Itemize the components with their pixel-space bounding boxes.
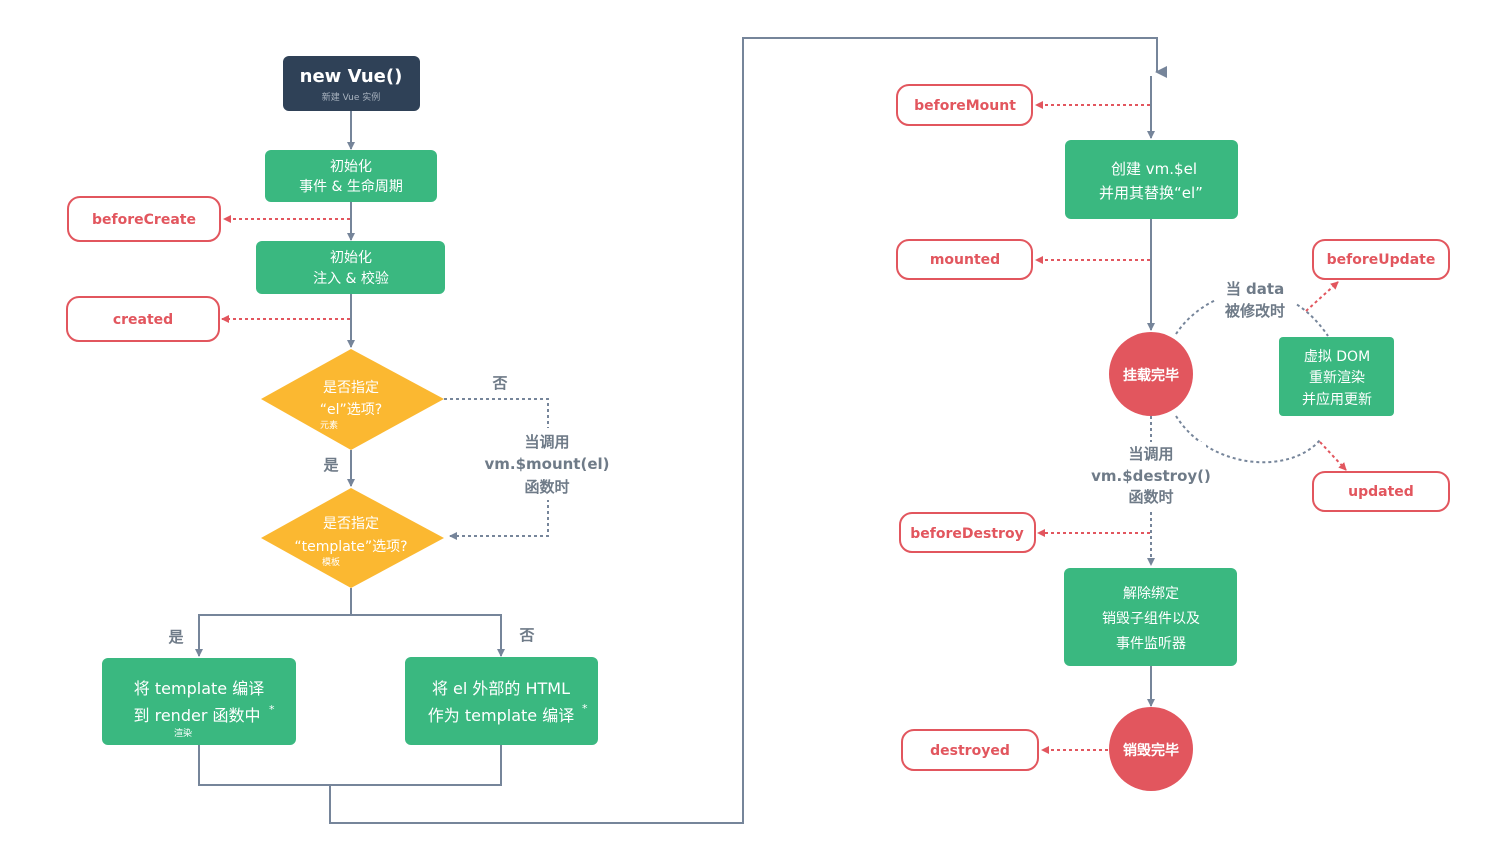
route-to-mount <box>329 37 1167 824</box>
compile-template-line1: 将 template 编译 <box>134 679 264 698</box>
vdom-line1: 虚拟 DOM <box>1304 349 1370 365</box>
vdom-box: 虚拟 DOM 重新渲染 并应用更新 <box>1279 337 1394 416</box>
arrow-updated <box>1319 441 1347 471</box>
data-change-line1: 当 data <box>1226 280 1284 298</box>
label-yes-el: 是 <box>322 456 339 474</box>
destroyed-circle: 销毁完毕 <box>1109 707 1193 791</box>
hook-mounted: mounted <box>896 239 1033 280</box>
start-node: new Vue() 新建 Vue 实例 <box>283 56 420 111</box>
left-connectors <box>195 37 1167 824</box>
hook-beforeCreate-label: beforeCreate <box>92 212 196 228</box>
compile-template-note: 渲染 <box>174 727 192 739</box>
data-change-line2: 被修改时 <box>1225 302 1285 320</box>
mount-call-line3: 函数时 <box>524 478 569 496</box>
hook-beforeDestroy: beforeDestroy <box>899 512 1036 553</box>
hook-beforeCreate: beforeCreate <box>67 196 221 242</box>
vdom-line2: 重新渲染 <box>1309 370 1365 386</box>
mounted-circle: 挂载完毕 <box>1109 332 1193 416</box>
start-subtitle: 新建 Vue 实例 <box>322 91 381 103</box>
right-hook-arrows <box>1035 101 1150 754</box>
destroyed-circle-label: 销毁完毕 <box>1123 742 1179 759</box>
arrow-beforeUpdate <box>1305 281 1339 312</box>
start-title: new Vue() <box>300 66 403 87</box>
compile-el-line2: 作为 template 编译 <box>428 706 574 725</box>
hook-destroyed: destroyed <box>901 729 1039 771</box>
arrow-template-yes <box>195 588 352 657</box>
compile-el-line1: 将 el 外部的 HTML <box>432 679 570 698</box>
decision-el-line2: “el”选项? <box>320 402 382 418</box>
loop-top-arc <box>1175 290 1329 337</box>
label-no-template: 否 <box>518 626 534 644</box>
decision-template-line2: “template”选项? <box>294 539 407 555</box>
init-events-line2: 事件 & 生命周期 <box>299 178 403 195</box>
arrow-no-el <box>444 398 549 540</box>
hook-beforeMount: beforeMount <box>896 84 1033 126</box>
label-yes-template: 是 <box>167 628 184 646</box>
mount-call-line1: 当调用 <box>524 433 569 451</box>
compile-el-box: 将 el 外部的 HTML 作为 template 编译 * <box>405 657 598 745</box>
decision-el-note: 元素 <box>320 419 338 431</box>
create-el-line1: 创建 vm.$el <box>1111 160 1197 178</box>
decision-template-note: 模板 <box>322 556 340 568</box>
hook-created-label: created <box>113 312 173 328</box>
hook-updated: updated <box>1312 471 1450 512</box>
teardown-line2: 销毁子组件以及 <box>1102 611 1200 627</box>
decision-el-line1: 是否指定 <box>323 380 379 396</box>
compile-template-box: 将 template 编译 到 render 函数中 * 渲染 <box>102 658 296 745</box>
hook-beforeMount-label: beforeMount <box>914 98 1016 114</box>
teardown-line3: 事件监听器 <box>1116 636 1186 652</box>
update-loop <box>1175 281 1347 471</box>
hook-beforeDestroy-label: beforeDestroy <box>910 526 1023 542</box>
compile-template-star: * <box>269 703 275 716</box>
destroy-call-line1: 当调用 <box>1128 445 1173 463</box>
init-events-box: 初始化 事件 & 生命周期 <box>265 150 437 202</box>
hook-created: created <box>66 296 220 342</box>
merge-line <box>198 745 502 786</box>
hook-updated-label: updated <box>1348 484 1414 500</box>
hook-beforeUpdate: beforeUpdate <box>1312 239 1450 280</box>
mount-call-label: 当调用 vm.$mount(el) 函数时 <box>482 428 612 500</box>
left-hook-arrows <box>221 215 350 323</box>
mounted-circle-label: 挂载完毕 <box>1123 367 1179 384</box>
decision-template: 是否指定 “template”选项? 模板 <box>261 488 444 588</box>
init-inject-line2: 注入 & 校验 <box>313 270 389 287</box>
no-el-path <box>444 398 549 540</box>
teardown-line1: 解除绑定 <box>1123 586 1179 602</box>
create-el-line2: 并用其替换“el” <box>1099 184 1203 202</box>
decision-template-line1: 是否指定 <box>323 516 379 532</box>
data-change-label: 当 data 被修改时 <box>1215 275 1295 323</box>
destroy-call-line2: vm.$destroy() <box>1091 467 1211 485</box>
vdom-line3: 并应用更新 <box>1302 391 1372 408</box>
init-inject-box: 初始化 注入 & 校验 <box>256 241 445 294</box>
label-no-el: 否 <box>491 374 507 392</box>
hook-mounted-label: mounted <box>930 252 1000 268</box>
mount-call-line2: vm.$mount(el) <box>484 455 609 473</box>
teardown-box: 解除绑定 销毁子组件以及 事件监听器 <box>1064 568 1237 666</box>
destroy-call-label: 当调用 vm.$destroy() 函数时 <box>1091 442 1211 510</box>
arrow-template-no <box>351 614 505 657</box>
create-el-box: 创建 vm.$el 并用其替换“el” <box>1065 140 1238 219</box>
hook-destroyed-label: destroyed <box>930 743 1010 759</box>
destroy-call-line3: 函数时 <box>1128 488 1173 506</box>
init-inject-line1: 初始化 <box>330 249 372 266</box>
init-events-line1: 初始化 <box>330 158 372 175</box>
decision-el: 是否指定 “el”选项? 元素 <box>261 349 444 450</box>
hook-beforeUpdate-label: beforeUpdate <box>1327 252 1436 268</box>
compile-template-line2: 到 render 函数中 <box>134 706 261 725</box>
compile-el-star: * <box>582 702 588 715</box>
